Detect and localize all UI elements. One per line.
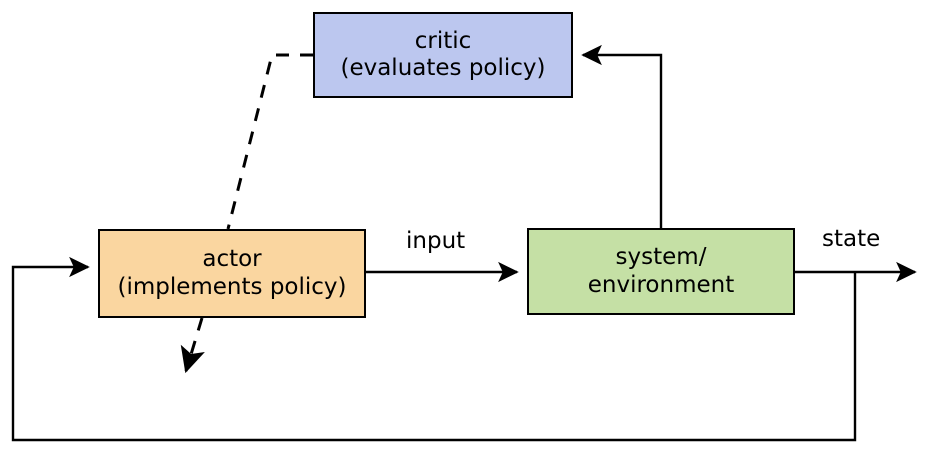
edge-system-to-critic [581,44,663,228]
node-critic[interactable]: critic (evaluates policy) [313,12,573,98]
node-actor[interactable]: actor (implements policy) [98,229,366,318]
node-system-line-1: system/ [615,244,707,271]
node-system-line-2: environment [587,271,735,298]
node-actor-line-2: (implements policy) [117,273,347,300]
edge-label-state: state [822,226,881,252]
edge-label-input: input [406,228,466,254]
node-critic-line-2: (evaluates policy) [340,55,546,81]
node-system-environment[interactable]: system/ environment [527,228,795,315]
edge-actor-policy-update [180,317,205,374]
node-actor-line-1: actor [202,246,262,273]
edge-state-feedback-to-actor [11,256,857,442]
edge-critic-to-actor [226,53,313,230]
node-critic-line-1: critic [414,27,472,54]
